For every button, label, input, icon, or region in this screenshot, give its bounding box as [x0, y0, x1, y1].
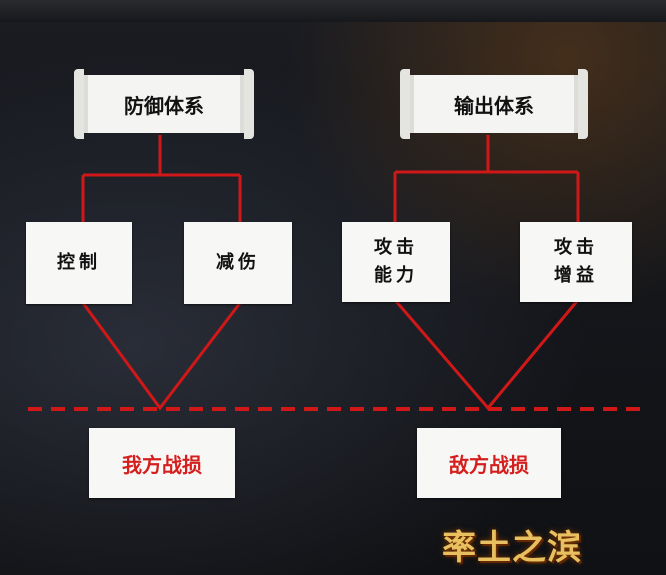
output-system-label: 输出体系 [454, 93, 534, 118]
output-funnel [393, 299, 580, 411]
output-system-title: 输出体系 [400, 69, 588, 139]
our-losses-box: 我方战损 [89, 428, 235, 498]
attack-ability-label: 攻击 能力 [374, 237, 418, 286]
damage-reduction-label: 减伤 [216, 252, 260, 273]
top-bar [0, 0, 666, 22]
defense-system-label: 防御体系 [124, 93, 204, 118]
defense-funnel [81, 302, 242, 411]
our-losses-label: 我方战损 [122, 452, 202, 477]
control-box: 控制 [26, 222, 132, 304]
control-label: 控制 [57, 252, 101, 273]
attack-ability-box: 攻击 能力 [342, 222, 450, 302]
enemy-losses-box: 敌方战损 [417, 428, 561, 498]
damage-reduction-box: 减伤 [184, 222, 292, 304]
attack-boost-box: 攻击 增益 [520, 222, 632, 302]
enemy-losses-label: 敌方战损 [449, 452, 529, 477]
defense-system-title: 防御体系 [74, 69, 254, 139]
game-logo-text: 率土之滨 [442, 528, 582, 568]
game-logo: 率土之滨 [442, 520, 582, 569]
attack-boost-label: 攻击 增益 [554, 237, 598, 286]
